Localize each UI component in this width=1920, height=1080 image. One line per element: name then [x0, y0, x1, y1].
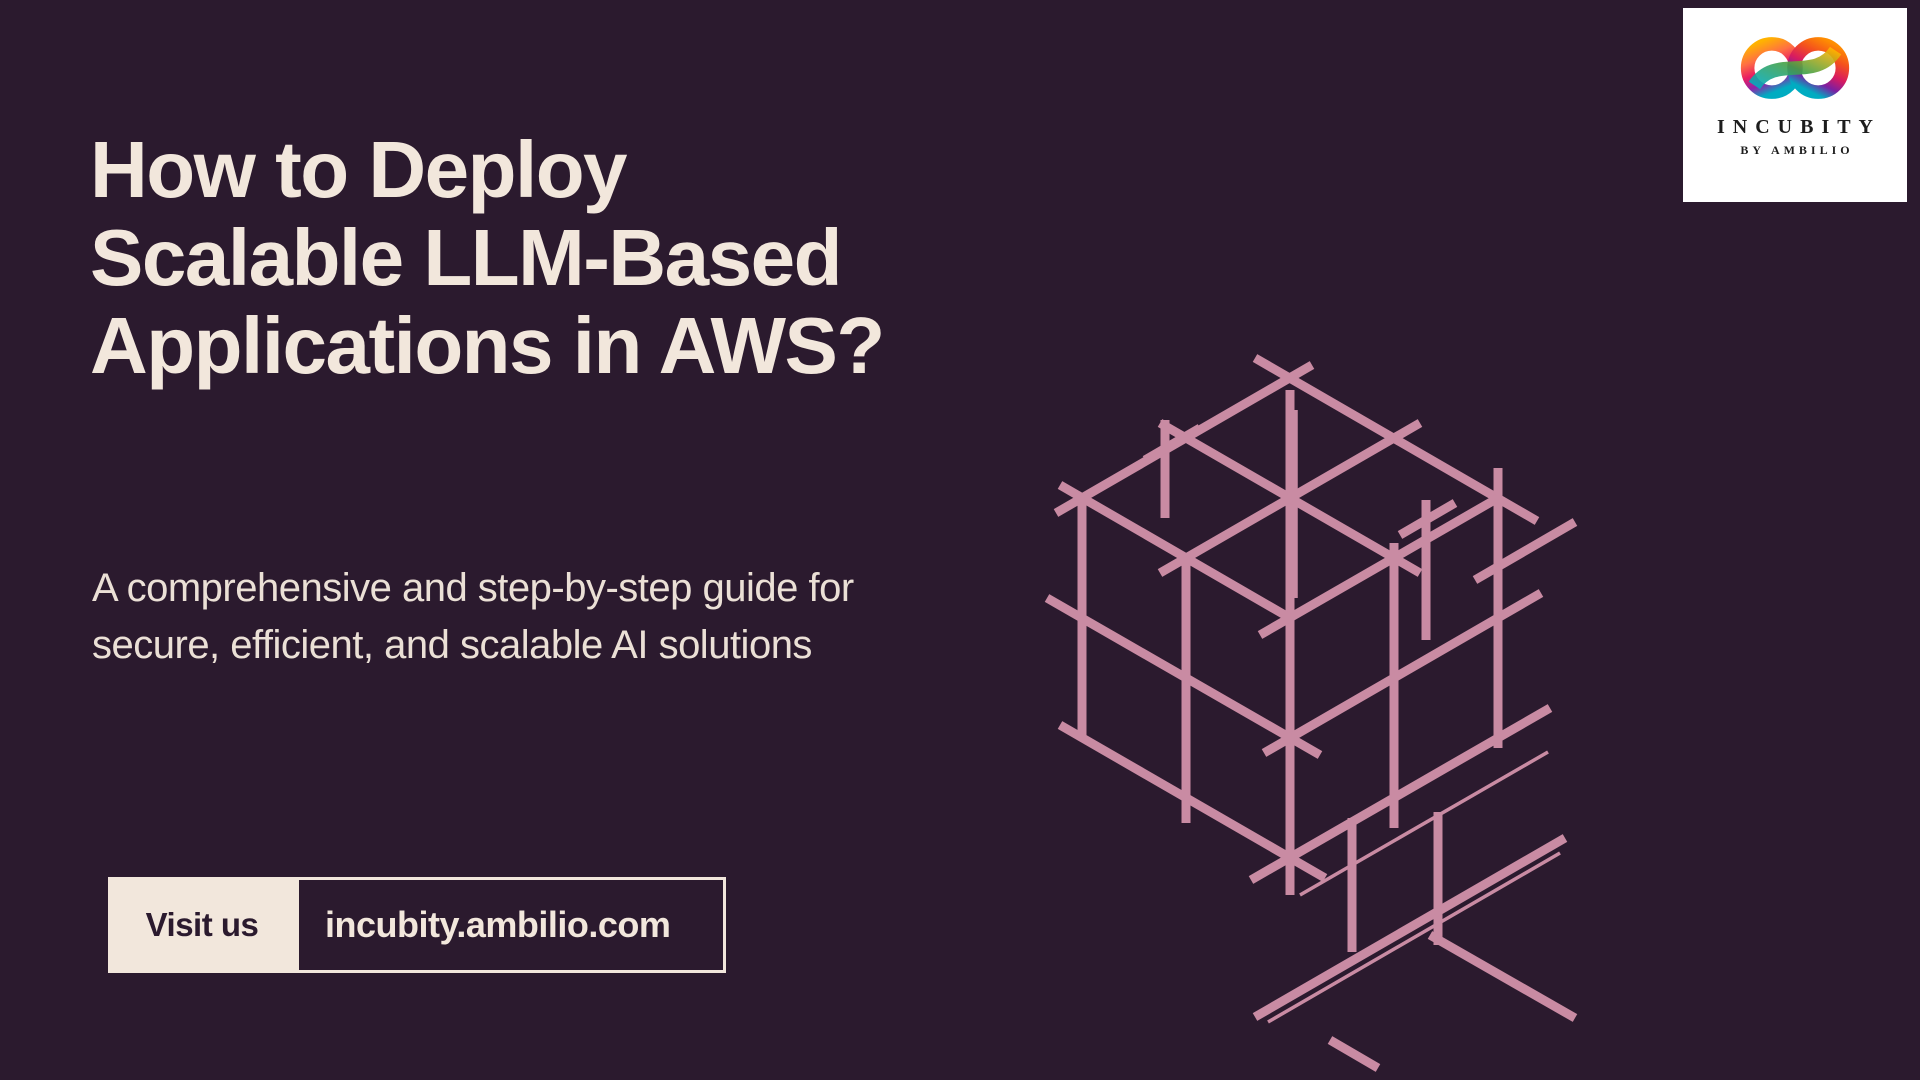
brand-name: INCUBITY [1716, 116, 1882, 138]
title-line-3: Applications in AWS? [90, 301, 885, 390]
brand-subname: BY AMBILIO [1740, 143, 1854, 157]
cube-wireframe-illustration [1044, 354, 1578, 1072]
subtitle-line-2: secure, efficient, and scalable AI solut… [92, 623, 812, 667]
title-line-1: How to Deploy [90, 125, 628, 214]
visit-label: Visit us [108, 877, 296, 973]
title-line-2: Scalable LLM-Based [90, 213, 843, 302]
infinity-rainbow-icon [1740, 37, 1850, 99]
brand-logo-card: INCUBITY BY AMBILIO [1683, 8, 1907, 202]
visit-url-link[interactable]: incubity.ambilio.com [296, 877, 726, 973]
page-title: How to Deploy Scalable LLM-Based Applica… [90, 125, 885, 390]
subtitle-line-1: A comprehensive and step-by-step guide f… [92, 566, 854, 610]
subtitle: A comprehensive and step-by-step guide f… [92, 560, 854, 674]
visit-bar: Visit us incubity.ambilio.com [108, 877, 726, 973]
